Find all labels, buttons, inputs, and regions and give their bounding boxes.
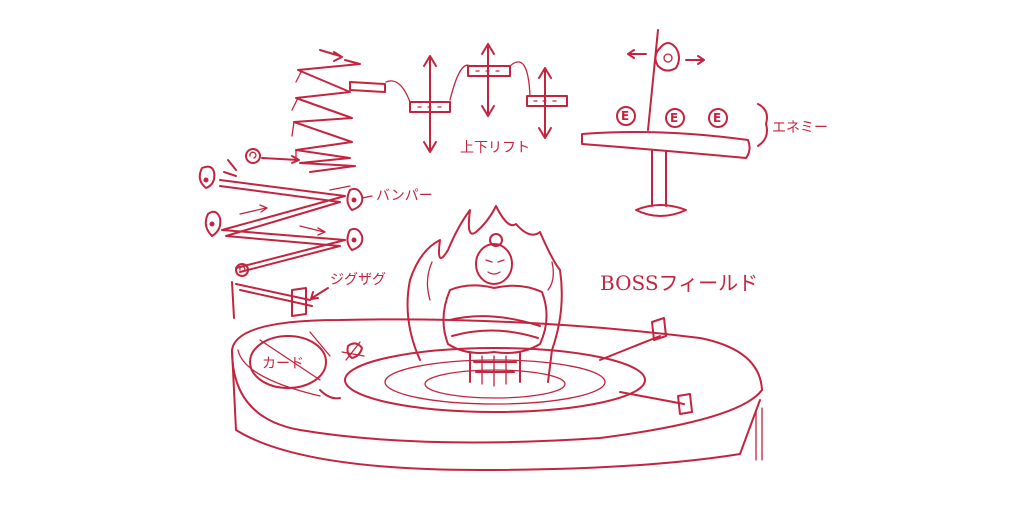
bumper-icon-4 bbox=[346, 227, 364, 251]
spring-ramp bbox=[291, 49, 386, 173]
field-marker-2 bbox=[677, 393, 693, 415]
enemy-icon-3 bbox=[708, 108, 728, 128]
field-marker-3 bbox=[291, 287, 307, 317]
card-label: カード bbox=[262, 356, 304, 372]
boss-field-label: BOSSフィールド bbox=[600, 271, 758, 295]
lift-platform-2 bbox=[467, 65, 511, 77]
bumper-icon-2 bbox=[346, 187, 364, 211]
boss-character bbox=[406, 205, 563, 387]
lift-platform-1 bbox=[409, 101, 451, 113]
lift-platform-3 bbox=[526, 95, 568, 107]
spiral-start bbox=[223, 148, 300, 177]
field-marker-1 bbox=[651, 317, 667, 341]
flying-enemy-icon bbox=[654, 42, 680, 72]
enemy-mark-3: E bbox=[713, 111, 721, 125]
vertical-lifts bbox=[385, 43, 568, 153]
bumper-icon-3 bbox=[204, 210, 222, 237]
enemy-icon-2 bbox=[665, 108, 685, 128]
bumper-icon-1 bbox=[198, 165, 216, 189]
enemy-mark-1: E bbox=[621, 109, 629, 123]
card-spot bbox=[249, 331, 341, 400]
bumper-zigzag-area bbox=[198, 165, 364, 319]
enemy-label: エネミー bbox=[772, 120, 828, 136]
bumper-label: バンパー bbox=[376, 188, 433, 204]
enemy-icon-1 bbox=[616, 106, 636, 126]
enemy-platform: E E E bbox=[581, 29, 768, 217]
enemy-mark-2: E bbox=[670, 111, 678, 125]
zigzag-label: ジグザグ bbox=[330, 272, 386, 288]
lift-label: 上下リフト bbox=[460, 140, 530, 156]
boss-field bbox=[231, 287, 763, 471]
